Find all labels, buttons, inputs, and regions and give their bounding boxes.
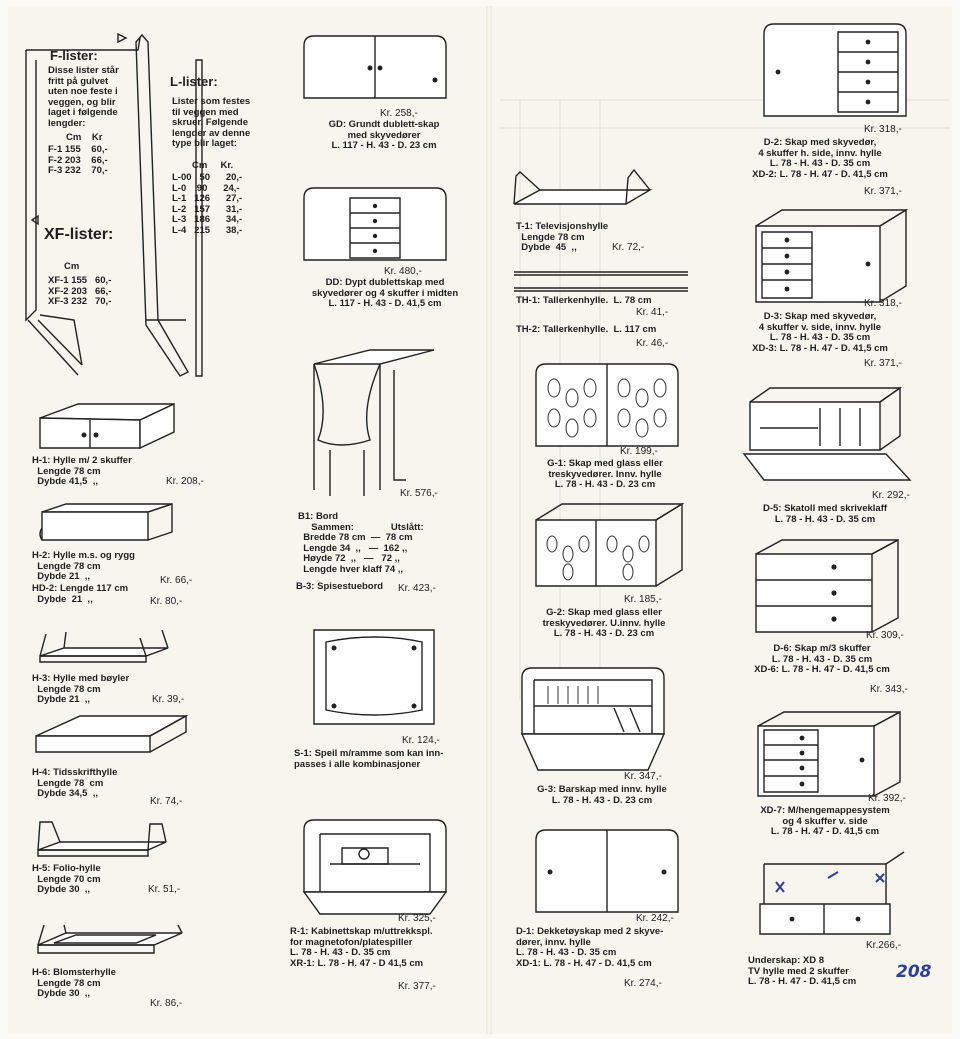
h4-shelf-drawing bbox=[30, 716, 190, 760]
xflister-title: XF-lister: bbox=[44, 226, 114, 243]
page-fold bbox=[486, 6, 492, 1034]
xflister-rows: XF-1 155 60,- XF-2 203 66,- XF-3 232 70,… bbox=[48, 275, 112, 307]
xd7-desc: XD-7: M/hengemappesystem og 4 skuffer v.… bbox=[760, 805, 890, 837]
r1-price: Kr. 325,- bbox=[398, 913, 436, 924]
h5-shelf-drawing bbox=[36, 820, 176, 860]
th1-desc: TH-1: Tallerkenhylle. L. 78 cm bbox=[516, 295, 652, 306]
xd3-price: Kr. 371,- bbox=[864, 358, 902, 369]
g3-price: Kr. 347,- bbox=[624, 771, 662, 782]
h6-shelf-drawing bbox=[36, 925, 186, 965]
xr1-price: Kr. 377,- bbox=[398, 981, 436, 992]
hd2-price: Kr. 80,- bbox=[150, 596, 183, 607]
xd6-price: Kr. 343,- bbox=[870, 684, 908, 695]
gd-price: Kr. 258,- bbox=[380, 108, 418, 119]
h1-desc: H-1: Hylle m/ 2 skuffer Lengde 78 cm Dyb… bbox=[32, 455, 132, 487]
b1-price: Kr. 576,- bbox=[400, 488, 438, 499]
llister-rows: L-00 50 20,- L-0 90 24,- L-1 126 27,- L-… bbox=[172, 172, 243, 236]
t1-tv-shelf-drawing bbox=[510, 168, 660, 208]
dd-desc: DD: Dypt dublettskap med skyvedører og 4… bbox=[311, 277, 459, 309]
d5-desc: D-5: Skatoll med skriveklaff L. 78 - H. … bbox=[762, 503, 888, 525]
d5-price: Kr. 292,- bbox=[872, 490, 910, 501]
g1-desc: G-1: Skap med glass eller treskyvedører.… bbox=[547, 458, 663, 490]
d1-price: Kr. 242,- bbox=[636, 913, 674, 924]
d6-chest-drawing bbox=[752, 536, 902, 636]
lister-drawing bbox=[18, 20, 218, 380]
d3-cabinet-drawing bbox=[752, 206, 912, 306]
h5-price: Kr. 51,- bbox=[148, 884, 181, 895]
g2-cabinet-drawing bbox=[532, 500, 692, 590]
g2-price: Kr. 185,- bbox=[624, 594, 662, 605]
flister-cols: Cm Kr bbox=[66, 132, 103, 143]
t1-price: Kr. 72,- bbox=[612, 242, 645, 253]
paper-sheet bbox=[8, 6, 952, 1034]
h4-price: Kr. 74,- bbox=[150, 796, 183, 807]
h6-price: Kr. 86,- bbox=[150, 998, 183, 1009]
th-plate-rails-drawing bbox=[512, 268, 692, 298]
h3-price: Kr. 39,- bbox=[152, 694, 185, 705]
h3-desc: H-3: Hylle med bøyler Lengde 78 cm Dybde… bbox=[32, 673, 130, 705]
d3-price: Kr. 318,- bbox=[864, 298, 902, 309]
xflister-cols: Cm bbox=[64, 261, 80, 272]
g3-bar-cabinet-drawing bbox=[518, 664, 678, 774]
llister-cols: Cm Kr. bbox=[192, 160, 234, 171]
h5-desc: H-5: Folio-hylle Lengde 70 cm Dybde 30 ,… bbox=[32, 863, 101, 895]
dd-price: Kr. 480,- bbox=[384, 266, 422, 277]
s1-desc: S-1: Speil m/ramme som kan inn- passes i… bbox=[294, 748, 444, 770]
d5-secretary-drawing bbox=[740, 384, 920, 484]
h2-shelf-drawing bbox=[36, 504, 176, 548]
h1-price: Kr. 208,- bbox=[166, 476, 204, 487]
llister-title: L-lister: bbox=[170, 74, 218, 89]
flister-desc: Disse lister står fritt på gulvet uten n… bbox=[48, 65, 119, 129]
xd8-price: Kr.266,- bbox=[866, 940, 902, 951]
hd2-desc: HD-2: Lengde 117 cm Dybde 21 ,, bbox=[32, 583, 129, 605]
flister-title: F-lister: bbox=[50, 48, 98, 63]
h2-price: Kr. 66,- bbox=[160, 575, 193, 586]
s1-mirror-drawing bbox=[312, 628, 442, 728]
xd2-price: Kr. 371,- bbox=[864, 186, 902, 197]
llister-desc: Lister som festes til veggen med skruer.… bbox=[172, 96, 251, 149]
h1-shelf-drawing bbox=[38, 404, 178, 454]
g1-price: Kr. 199,- bbox=[620, 446, 658, 457]
h2-desc: H-2: Hylle m.s. og rygg Lengde 78 cm Dyb… bbox=[32, 550, 135, 582]
b1-table-drawing bbox=[310, 350, 440, 500]
flister-rows: F-1 155 60,- F-2 203 66,- F-3 232 70,- bbox=[48, 144, 108, 176]
h3-shelf-drawing bbox=[36, 630, 176, 670]
r1-cabinet-drawing bbox=[300, 816, 450, 916]
g1-cabinet-drawing bbox=[532, 360, 682, 450]
xd8-underskap-drawing bbox=[754, 852, 914, 942]
dd-cabinet-drawing bbox=[300, 184, 450, 264]
r1-desc: R-1: Kabinettskap m/uttrekkspl. for magn… bbox=[290, 926, 433, 969]
g2-desc: G-2: Skap med glass eller treskyvedører.… bbox=[542, 607, 666, 639]
gd-cabinet-drawing bbox=[300, 32, 450, 102]
s1-price: Kr. 124,- bbox=[402, 735, 440, 746]
xd8-desc: Underskap: XD 8 TV hylle med 2 skuffer L… bbox=[748, 955, 857, 987]
handwritten-note: 208 bbox=[896, 962, 932, 982]
d3-desc: D-3: Skap med skyvedør, 4 skuffer v. sid… bbox=[752, 311, 888, 354]
gd-desc: GD: Grundt dublett-skap med skyvedører L… bbox=[328, 119, 440, 151]
d2-price: Kr. 318,- bbox=[864, 124, 902, 135]
xd7-cabinet-drawing bbox=[754, 708, 904, 800]
d2-cabinet-drawing bbox=[760, 20, 910, 120]
th1-price: Kr. 41,- bbox=[636, 307, 669, 318]
xd7-price: Kr. 392,- bbox=[868, 793, 906, 804]
d2-desc: D-2: Skap med skyvedør, 4 skuffer h. sid… bbox=[752, 137, 888, 180]
d6-desc: D-6: Skap m/3 skuffer L. 78 - H. 43 - D.… bbox=[754, 643, 890, 675]
t1-desc: T-1: Televisjonshylle Lengde 78 cm Dybde… bbox=[516, 221, 609, 253]
d6-price: Kr. 309,- bbox=[866, 630, 904, 641]
h4-desc: H-4: Tidsskrifthylle Lengde 78 cm Dybde … bbox=[32, 767, 118, 799]
h6-desc: H-6: Blomsterhylle Lengde 78 cm Dybde 30… bbox=[32, 967, 116, 999]
d1-desc: D-1: Dekketøyskap med 2 skyve- dører, in… bbox=[516, 926, 664, 969]
g3-desc: G-3: Barskap med innv. hylle L. 78 - H. … bbox=[537, 784, 667, 806]
b3-price: Kr. 423,- bbox=[398, 583, 436, 594]
b1-desc: B1: Bord Sammen: Utslått: Bredde 78 cm —… bbox=[298, 511, 424, 575]
xd1-price: Kr. 274,- bbox=[624, 978, 662, 989]
b3-desc: B-3: Spisestuebord bbox=[296, 581, 384, 592]
th2-desc: TH-2: Tallerkenhylle. L. 117 cm bbox=[516, 324, 657, 335]
th2-price: Kr. 46,- bbox=[636, 338, 669, 349]
d1-cabinet-drawing bbox=[532, 826, 682, 916]
